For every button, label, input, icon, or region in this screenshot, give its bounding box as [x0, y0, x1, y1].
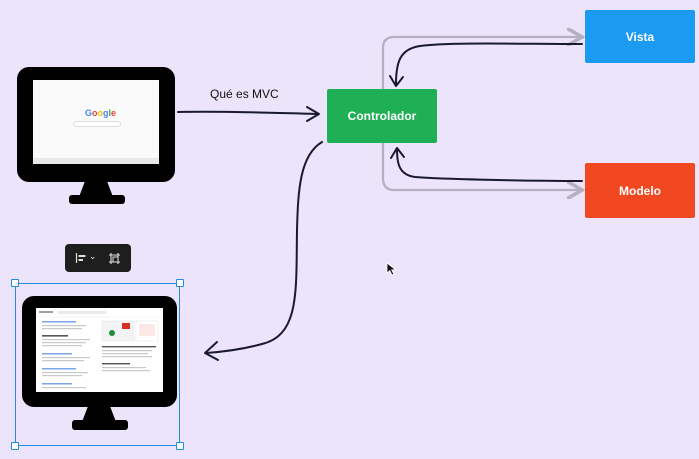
align-left-icon: [75, 253, 86, 263]
model-to-controller-arrowhead: [390, 147, 405, 159]
view-node[interactable]: Vista: [585, 10, 695, 63]
controller-node-label: Controlador: [347, 109, 417, 123]
monitor-base: [72, 420, 128, 430]
frame-selection-button[interactable]: [108, 252, 121, 265]
align-button[interactable]: ⌄: [75, 250, 97, 264]
resize-handle-bottom-right[interactable]: [176, 442, 184, 450]
view-node-label: Vista: [625, 29, 655, 44]
view-to-controller-arrowhead: [389, 75, 404, 87]
request-arrowhead: [306, 106, 320, 122]
frame-selection-icon: [109, 252, 121, 264]
result-monitor[interactable]: [22, 296, 177, 436]
selection-toolbar: ⌄: [65, 244, 131, 272]
client-monitor[interactable]: Google: [17, 67, 175, 207]
resize-handle-bottom-left[interactable]: [11, 442, 19, 450]
controller-to-view-connector[interactable]: [381, 37, 580, 89]
view-to-controller-arrow[interactable]: [395, 42, 583, 85]
controller-to-model-connector[interactable]: [381, 143, 580, 190]
model-node[interactable]: Modelo: [585, 163, 695, 218]
screen-footer: [33, 158, 159, 164]
monitor-neck: [79, 179, 113, 197]
model-to-controller-arrow[interactable]: [396, 149, 583, 182]
monitor-base: [69, 195, 125, 204]
monitor-neck: [82, 404, 116, 422]
mouse-cursor-icon: [386, 262, 397, 276]
google-search-box: [73, 121, 121, 127]
response-arrow[interactable]: [205, 141, 323, 354]
chevron-down-icon: ⌄: [88, 250, 97, 261]
google-homepage-screen: Google: [33, 80, 159, 164]
search-results-thumbnail: [36, 308, 163, 392]
resize-handle-top-left[interactable]: [11, 279, 19, 287]
response-arrowhead: [204, 341, 219, 361]
controller-node[interactable]: Controlador: [327, 89, 437, 143]
search-results-screen: [36, 308, 163, 392]
model-node-label: Modelo: [619, 183, 661, 198]
selection-box[interactable]: [11, 279, 184, 450]
request-arrow[interactable]: [177, 110, 319, 115]
google-logo: Google: [85, 108, 117, 118]
request-label[interactable]: Qué es MVC: [210, 87, 279, 101]
resize-handle-top-right[interactable]: [176, 279, 184, 287]
